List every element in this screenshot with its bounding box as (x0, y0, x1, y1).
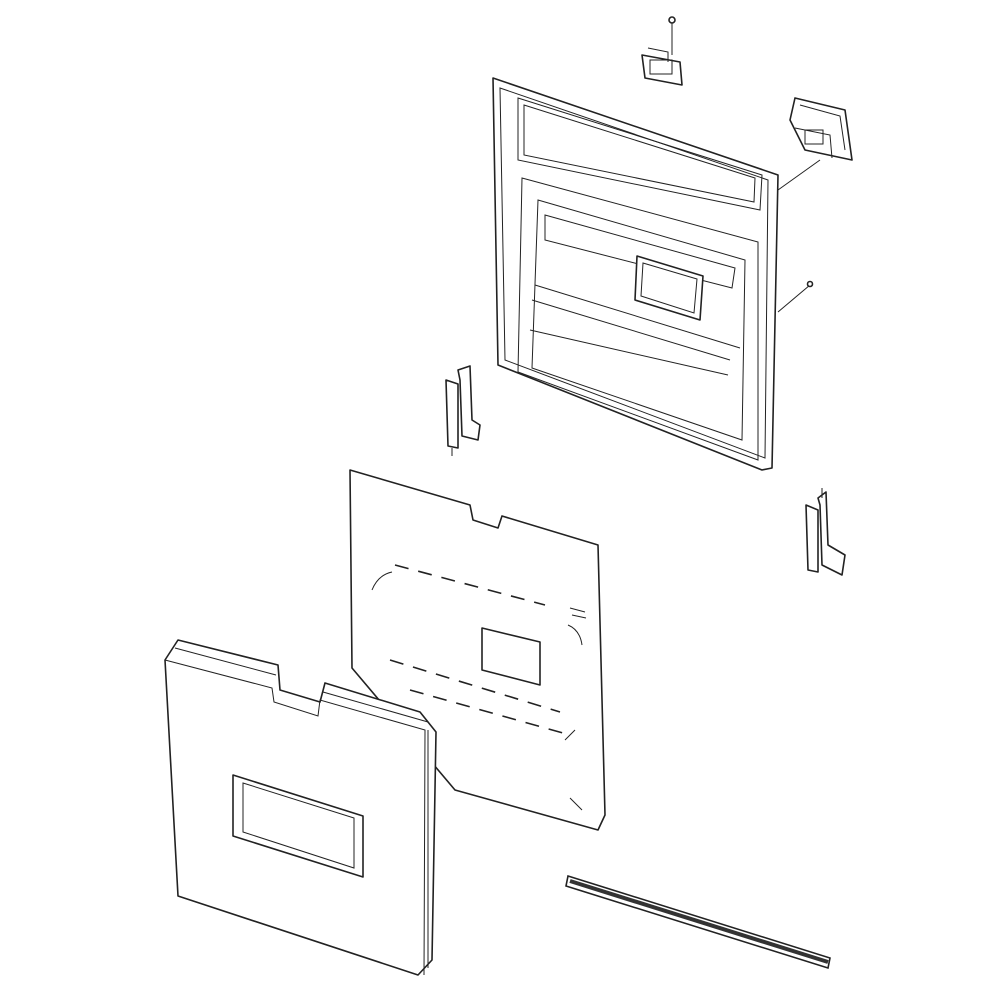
right-hinge (805, 488, 846, 576)
screw (777, 280, 814, 313)
inner-door-panel (492, 77, 779, 471)
left-hinge (445, 365, 481, 456)
control-switch (641, 16, 683, 86)
control-module (777, 97, 853, 191)
outer-door-panel (164, 639, 437, 976)
door-gasket-strip (565, 874, 831, 970)
